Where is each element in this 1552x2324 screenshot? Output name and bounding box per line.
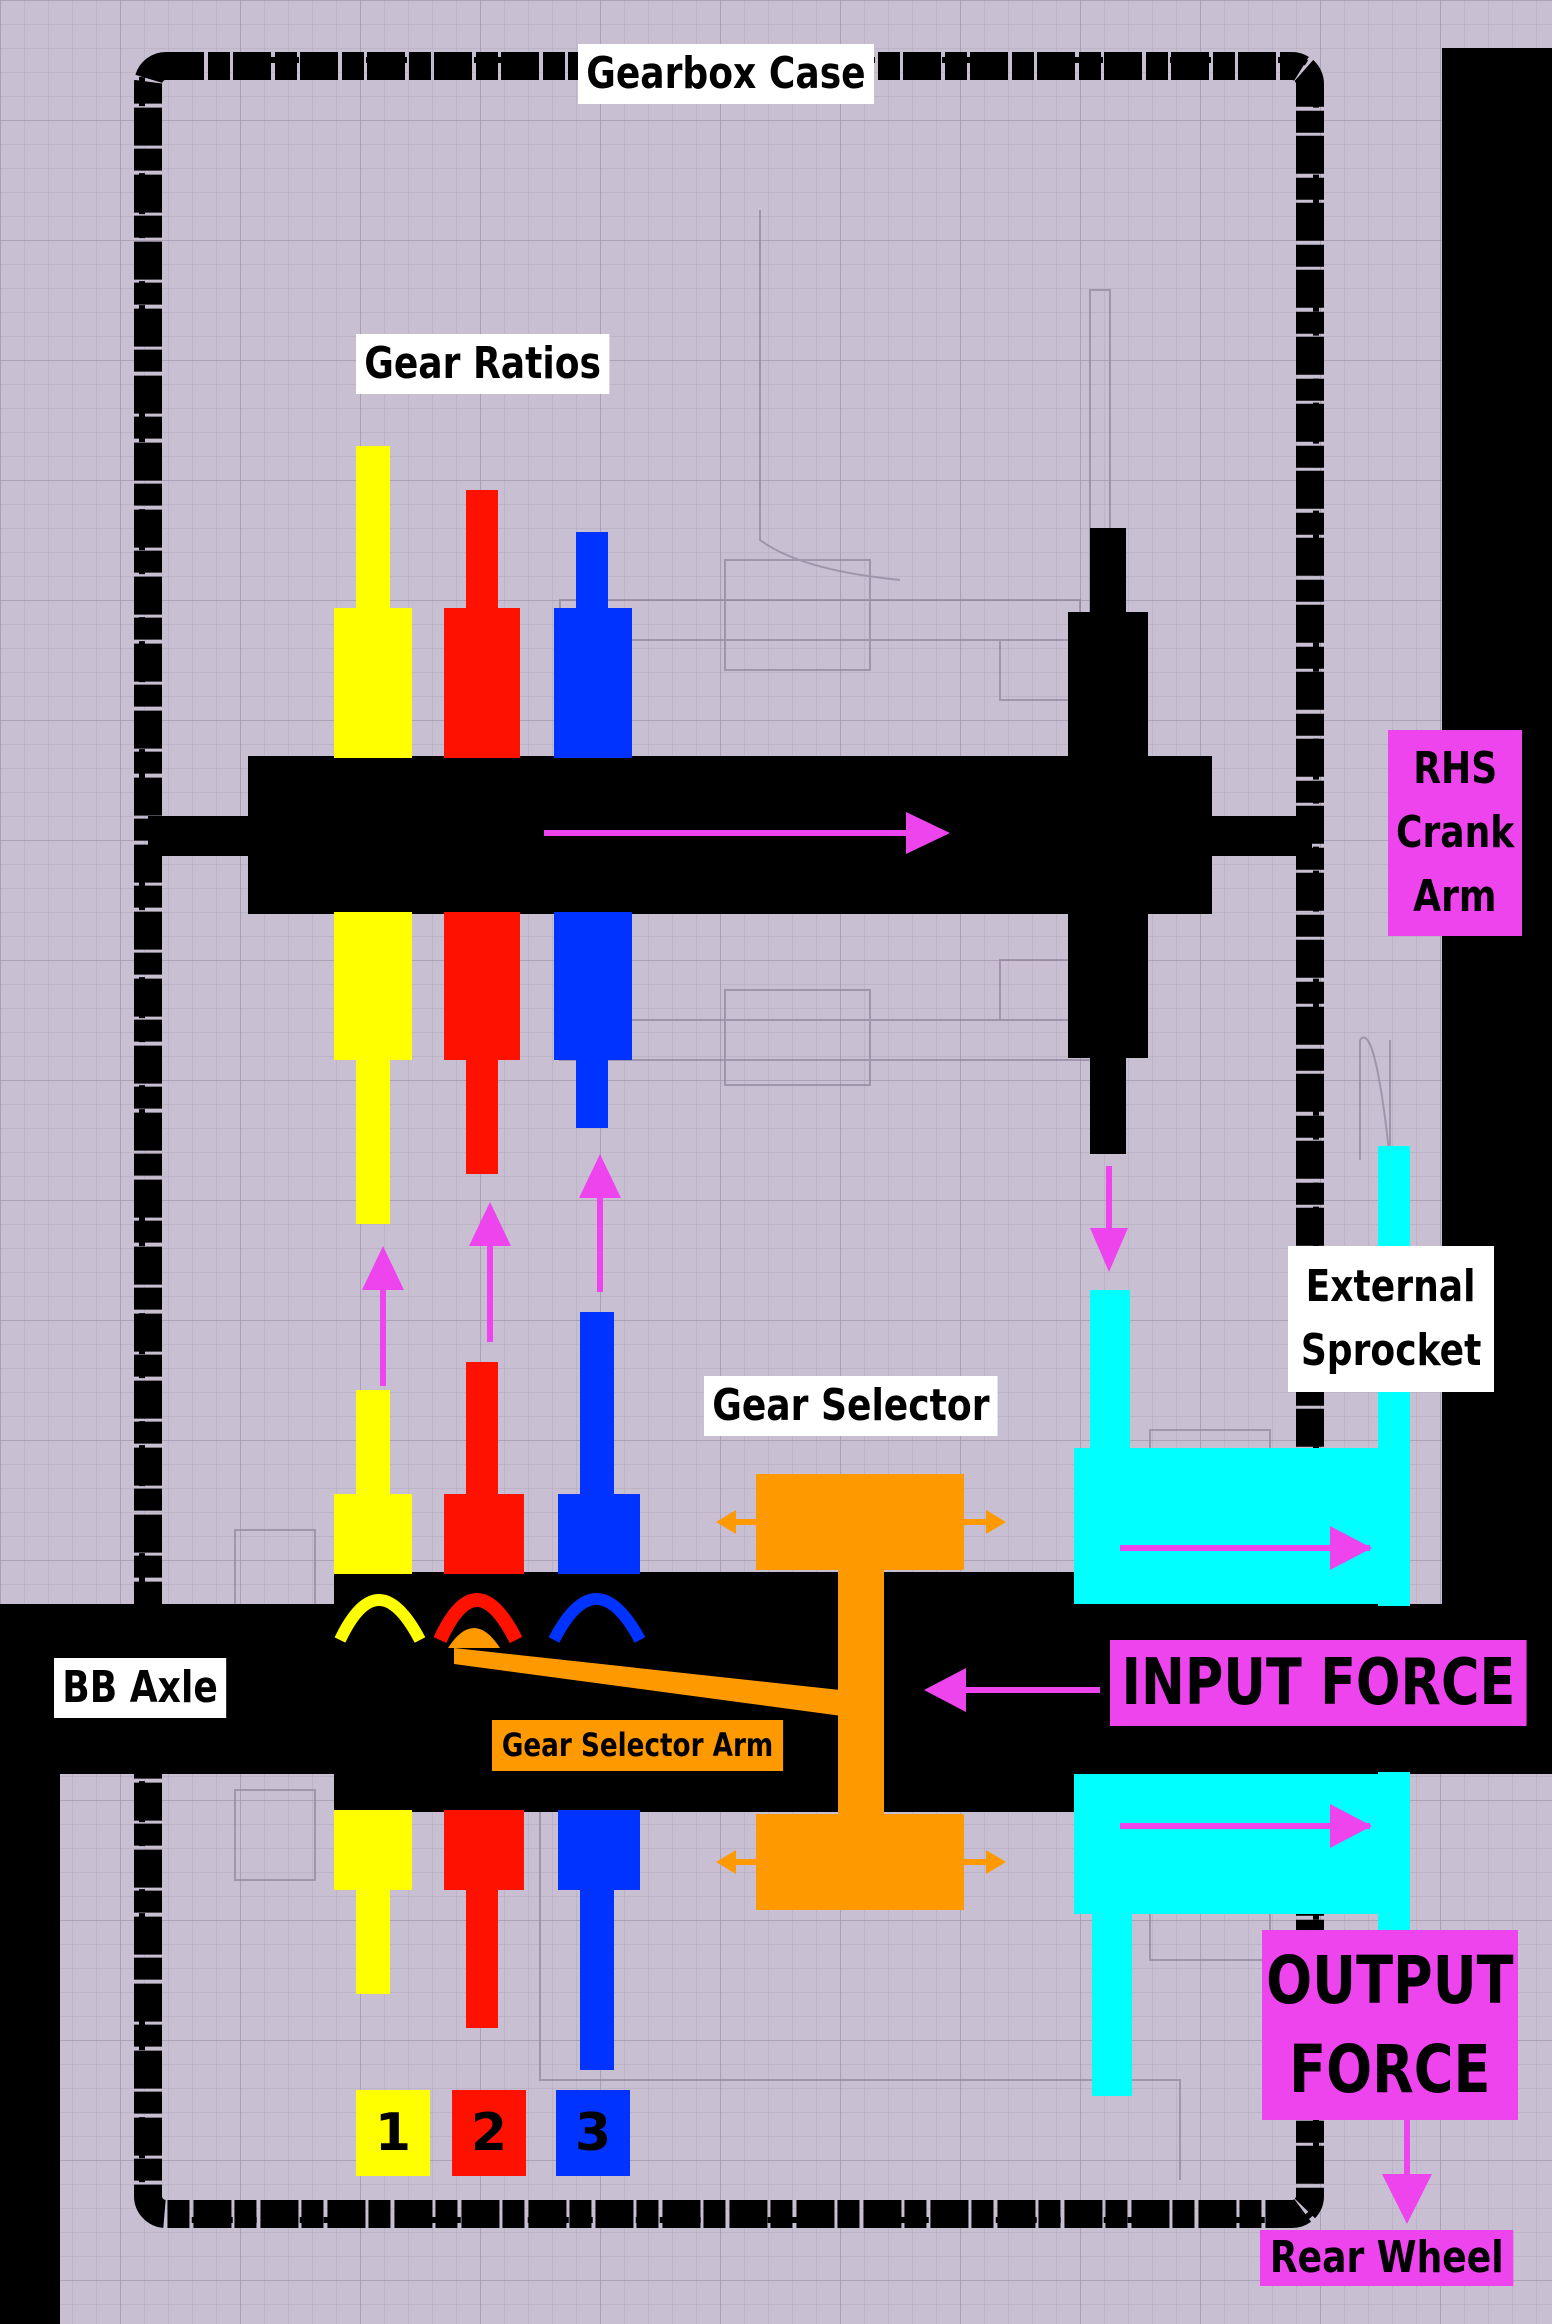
bb-axle-label: BB Axle bbox=[54, 1658, 226, 1719]
gear-number-2: 2 bbox=[452, 2090, 526, 2176]
upper-gear-2 bbox=[444, 490, 520, 1174]
upper-gear-1 bbox=[334, 446, 412, 1224]
output-line-2: FORCE bbox=[1289, 2031, 1491, 2108]
engage-arc-2 bbox=[433, 1593, 523, 1644]
gear-ratios-label: Gear Ratios bbox=[356, 334, 610, 395]
sprocket-line-2: Sprocket bbox=[1300, 1325, 1482, 1376]
gear-path-arrows bbox=[362, 1154, 621, 1386]
external-sprocket-label: External Sprocket bbox=[1288, 1246, 1494, 1392]
drive-gear-top-pin bbox=[1090, 528, 1126, 614]
rhs-crank-arm-label: RHS Crank Arm bbox=[1388, 730, 1522, 936]
lower-gear-2 bbox=[444, 1362, 524, 2028]
gear-selector-label: Gear Selector bbox=[704, 1376, 998, 1437]
selector-move-arrows bbox=[716, 1510, 1006, 1874]
gear-number-1: 1 bbox=[356, 2090, 430, 2176]
lower-gear-1 bbox=[334, 1390, 412, 1994]
rear-wheel-label: Rear Wheel bbox=[1260, 2230, 1514, 2287]
force-arrows bbox=[544, 812, 1432, 2224]
upper-gear-3 bbox=[554, 532, 632, 1128]
gear-number-3: 3 bbox=[556, 2090, 630, 2176]
engage-arc-3 bbox=[548, 1593, 646, 1643]
output-force-label: OUTPUT FORCE bbox=[1262, 1930, 1518, 2120]
gear-selector-arm-label: Gear Selector Arm bbox=[492, 1720, 784, 1772]
external-sprocket bbox=[1074, 1146, 1410, 2096]
output-line-1: OUTPUT bbox=[1266, 1941, 1514, 2019]
crank-line-3: Arm bbox=[1413, 870, 1497, 922]
crank-line-1: RHS bbox=[1413, 743, 1497, 795]
gearbox-case-label: Gearbox Case bbox=[578, 44, 874, 105]
engage-arc-1 bbox=[334, 1594, 426, 1643]
input-force-label: INPUT FORCE bbox=[1110, 1640, 1527, 1727]
drive-gear-bottom-pin bbox=[1090, 1056, 1126, 1154]
crank-line-2: Crank bbox=[1395, 807, 1515, 859]
drive-gear-bottom bbox=[1068, 912, 1148, 1058]
lower-gear-3 bbox=[558, 1312, 640, 2070]
selector-arm-head bbox=[448, 1628, 500, 1648]
gear-selector-arm bbox=[454, 1648, 842, 1716]
drive-gear-top bbox=[1068, 612, 1148, 758]
bb-axle-left bbox=[0, 1604, 60, 2324]
sprocket-line-1: External bbox=[1306, 1261, 1476, 1313]
